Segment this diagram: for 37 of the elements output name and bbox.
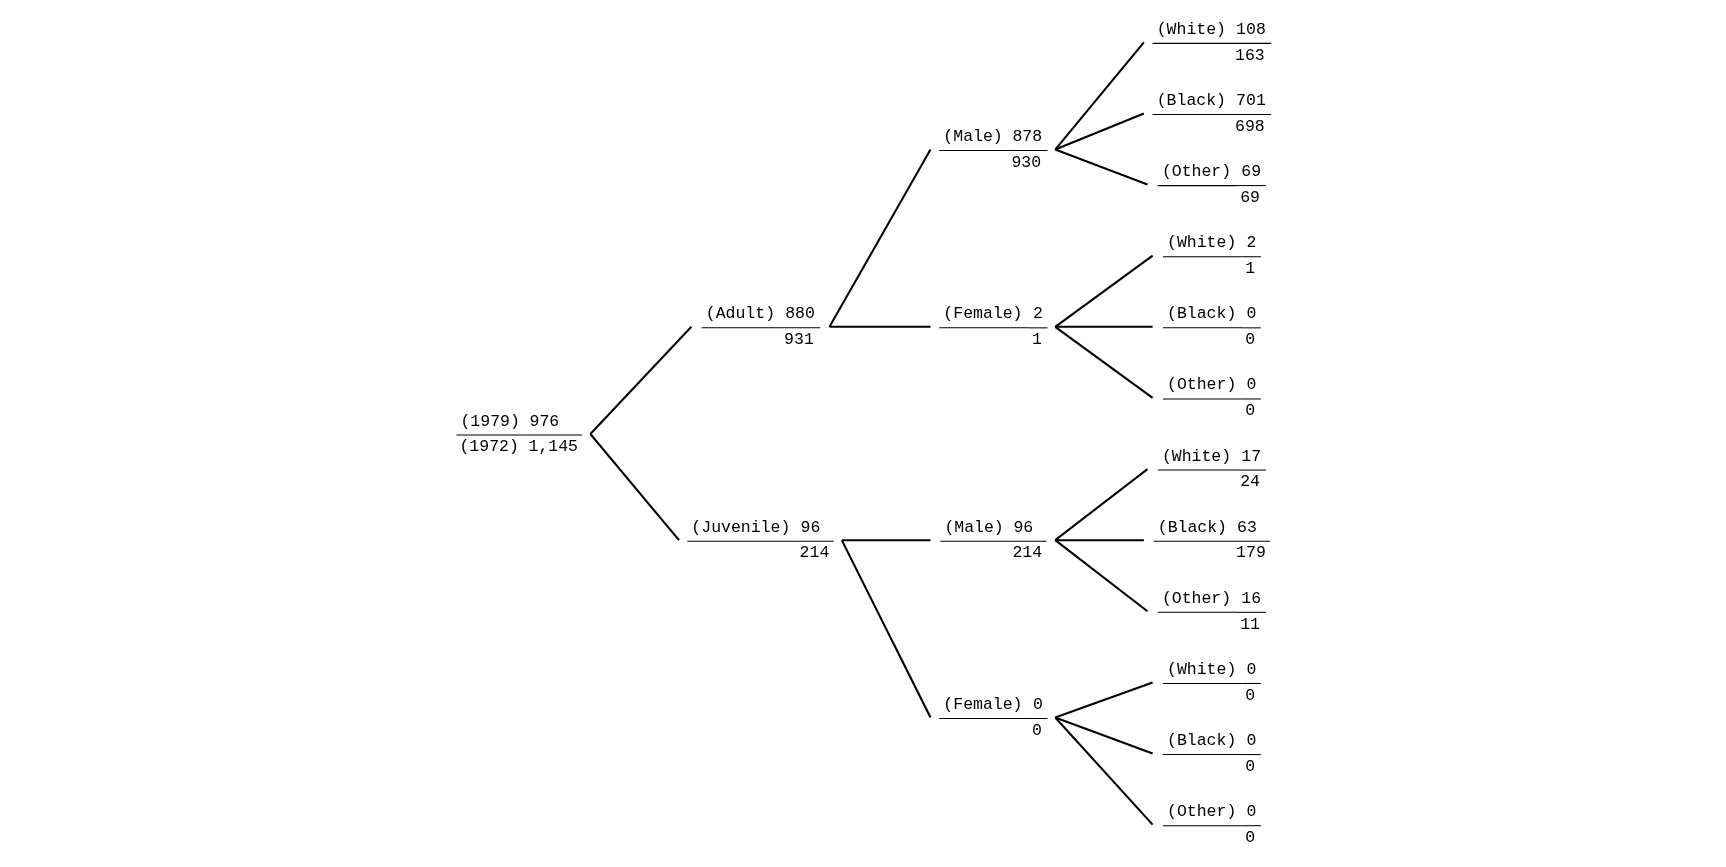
connector: [1053, 41, 1145, 151]
connector: [1054, 148, 1148, 186]
node-text: (Black) 0 0: [1166, 304, 1256, 350]
connector: [1054, 681, 1153, 719]
connector: [841, 539, 930, 542]
node-text: (White) 108 163: [1156, 19, 1266, 65]
node-text: (Black) 0 0: [1166, 731, 1256, 776]
connector: [828, 149, 931, 328]
node-text: (White) 17 24: [1161, 446, 1261, 492]
connector: [1054, 716, 1153, 755]
node-text: (Adult) 880 931: [705, 304, 815, 350]
connector: [829, 325, 930, 328]
connector: [1054, 539, 1148, 613]
node-text: (Male) 878 930: [942, 127, 1042, 172]
node-text: (Female) 0 0: [942, 695, 1043, 740]
connector: [1054, 468, 1148, 541]
node-text: (Black) 701 698: [1156, 91, 1266, 136]
connector: [840, 539, 931, 718]
node-text: (Other) 69 69: [1161, 162, 1261, 207]
node-text: (Female) 2 1: [942, 304, 1043, 350]
connector: [1054, 326, 1153, 399]
connector: [1054, 254, 1153, 328]
node-text: (Black) 63 179: [1157, 517, 1266, 563]
connector: [1054, 539, 1144, 542]
connector: [1054, 112, 1144, 151]
node-text: (Other) 16 11: [1161, 588, 1261, 634]
node-text: (Juvenile) 96 214: [690, 517, 829, 563]
node-text: (Other) 0 0: [1166, 802, 1256, 847]
connector: [1053, 716, 1153, 826]
node-text: (Other) 0 0: [1166, 375, 1256, 421]
node-text: (1979) 976 (1972) 1,145: [458, 411, 578, 457]
node-text: (Male) 96 214: [943, 517, 1042, 563]
connector: [589, 433, 680, 541]
node-text: (White) 2 1: [1166, 233, 1256, 279]
connector: [589, 326, 692, 435]
node-text: (White) 0 0: [1166, 659, 1256, 705]
connector: [1054, 325, 1153, 328]
